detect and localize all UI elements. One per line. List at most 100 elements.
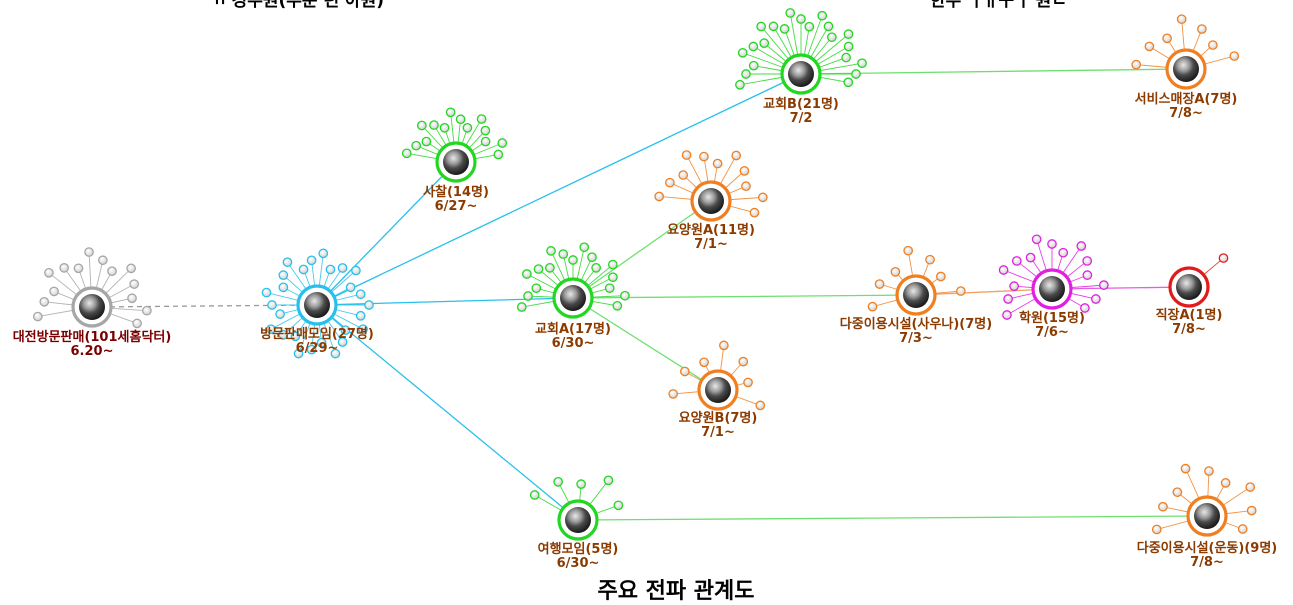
hub-node-travel[interactable]	[557, 499, 599, 541]
leaf-node	[1058, 247, 1069, 258]
leaf-node	[127, 293, 137, 304]
cluster-name-hakwon: 학원(15명)	[1019, 310, 1085, 326]
leaf-node	[607, 259, 618, 270]
leaf-node	[998, 265, 1009, 275]
hub-ball	[1173, 56, 1199, 82]
leaf-node	[843, 29, 854, 39]
cluster-name-sauna: 다중이용시설(사우나)(7명)	[840, 316, 992, 332]
leaf-node	[523, 291, 533, 301]
leaf-node	[857, 58, 867, 69]
leaf-node	[890, 266, 901, 277]
leaf-node	[613, 500, 624, 511]
cluster-date-yoyangA: 7/1~	[694, 237, 728, 252]
hub-ball	[1194, 503, 1220, 529]
leaf-node	[712, 158, 723, 169]
leaf-node	[759, 38, 770, 48]
leaf-node	[1144, 41, 1155, 52]
leaf-node	[73, 263, 84, 274]
cluster-date-churchB: 7/2	[790, 111, 813, 126]
leaf-node	[337, 337, 348, 347]
cluster-date-bangmun: 6/29~	[296, 341, 339, 356]
leaf-node	[44, 267, 54, 278]
leaf-node	[768, 21, 779, 32]
leaf-node	[604, 283, 615, 294]
hub-node-yoyangA[interactable]	[690, 180, 732, 222]
hub-node-bangmun[interactable]	[296, 284, 338, 326]
cluster-name-churchA: 교회A(17명)	[535, 321, 611, 337]
cluster-date-travel: 6/30~	[557, 556, 600, 571]
leaf-node	[755, 400, 766, 411]
leaf-node	[522, 269, 532, 279]
leaf-node	[851, 69, 861, 79]
leaf-node	[591, 263, 601, 273]
hub-node-yoyangB[interactable]	[697, 369, 739, 411]
leaf-node	[84, 247, 94, 257]
leaf-node	[325, 264, 336, 275]
hub-node-gym[interactable]	[1186, 495, 1228, 537]
hub-node-churchB[interactable]	[780, 53, 822, 95]
leaf-node	[421, 136, 432, 147]
cluster-name-yoyangB: 요양원B(7명)	[679, 410, 758, 426]
leaf-node	[278, 270, 289, 281]
edge-bangmun-travel	[316, 304, 579, 521]
cluster-name-bangmun: 방문판매모임(27명)	[260, 326, 374, 342]
leaf-node	[796, 14, 806, 24]
leaf-node	[654, 191, 665, 202]
leaf-node	[278, 282, 289, 293]
cluster-daejeon[interactable]	[32, 247, 152, 329]
hub-node-churchA[interactable]	[552, 277, 594, 319]
cluster-yoyangB[interactable]	[668, 340, 766, 411]
hub-node-daejeon[interactable]	[71, 286, 113, 328]
leaf-node	[903, 245, 914, 256]
cluster-yoyangA[interactable]	[654, 150, 768, 218]
leaf-node	[1229, 51, 1240, 61]
hub-node-jikjang[interactable]	[1168, 266, 1210, 308]
leaf-node	[867, 301, 878, 312]
leaf-node	[306, 255, 317, 266]
leaf-node	[758, 192, 768, 203]
hub-ball	[788, 61, 814, 87]
leaf-node	[439, 123, 450, 133]
leaf-node	[756, 21, 766, 32]
leaf-node	[493, 149, 504, 160]
labels-layer: 대전방문판매(101세홈닥터)6.20~방문판매모임(27명)6/29~사찰(1…	[13, 91, 1278, 571]
leaf-node	[874, 279, 885, 289]
cluster-name-gym: 다중이용시설(운동)(9명)	[1137, 540, 1277, 556]
leaf-node	[318, 248, 329, 259]
leaf-node	[731, 150, 742, 161]
leaf-node	[282, 257, 293, 268]
leaf-node	[401, 148, 412, 159]
leaf-node	[1220, 478, 1231, 488]
leaf-node	[1158, 501, 1168, 512]
leaf-node	[39, 297, 50, 307]
hub-node-serviceA[interactable]	[1165, 48, 1207, 90]
leaf-node	[529, 490, 540, 500]
leaf-node	[955, 286, 966, 296]
hubs-layer	[71, 48, 1228, 541]
hub-ball	[304, 292, 330, 318]
leaf-node	[49, 286, 59, 297]
leaf-node	[1208, 40, 1218, 50]
cluster-sachal[interactable]	[401, 107, 508, 163]
leaf-node	[1080, 303, 1090, 313]
leaf-node	[266, 324, 276, 335]
cluster-bangmun[interactable]	[261, 248, 374, 359]
leaf-node	[620, 290, 630, 301]
edges-layer	[91, 68, 1208, 521]
leaf-node	[364, 300, 374, 310]
leaf-node	[497, 138, 508, 148]
hub-node-hakwon[interactable]	[1031, 268, 1073, 310]
hub-node-sauna[interactable]	[895, 274, 937, 316]
cluster-serviceA[interactable]	[1131, 14, 1240, 70]
cluster-name-serviceA: 서비스매장A(7명)	[1135, 91, 1238, 107]
leaves-layer	[32, 8, 1257, 535]
edge-daejeon-bangmun	[91, 304, 318, 308]
leaf-node	[275, 309, 285, 319]
leaf-node	[576, 479, 586, 489]
leaf-node	[558, 249, 569, 259]
cluster-date-sachal: 6/27~	[435, 199, 478, 214]
hub-node-sachal[interactable]	[435, 141, 477, 183]
leaf-node	[843, 77, 854, 88]
leaf-node	[1076, 241, 1087, 251]
